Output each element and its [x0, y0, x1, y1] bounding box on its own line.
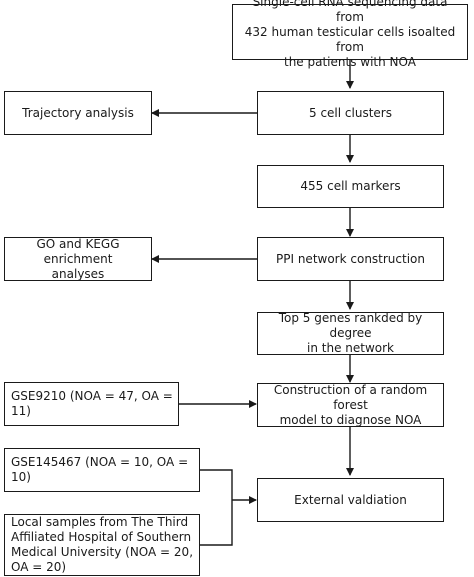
node-ppi-network-label: PPI network construction [276, 251, 425, 266]
node-source-data: Single-cell RNA sequencing data from 432… [232, 0, 468, 69]
node-external-validation-label: External valdiation [294, 492, 407, 507]
node-gse145467-label: GSE145467 (NOA = 10, OA = 10) [11, 455, 189, 484]
connector-gse145467 [200, 469, 233, 500]
node-gse9210: GSE9210 (NOA = 47, OA = 11) [4, 382, 179, 426]
node-ppi-network: PPI network construction [257, 237, 444, 281]
node-random-forest: Construction of a random forest model to… [257, 383, 444, 427]
connector-local-samples [200, 500, 233, 546]
node-trajectory-analysis: Trajectory analysis [4, 91, 152, 135]
node-local-samples-label: Local samples from The Third Affiliated … [11, 515, 194, 574]
node-go-kegg: GO and KEGG enrichment analyses [4, 237, 152, 281]
node-source-data-label: Single-cell RNA sequencing data from 432… [244, 0, 456, 69]
node-go-kegg-label: GO and KEGG enrichment analyses [36, 236, 120, 281]
node-top5-genes: Top 5 genes rankded by degree in the net… [257, 311, 444, 355]
node-cell-clusters-label: 5 cell clusters [309, 105, 392, 120]
node-gse145467: GSE145467 (NOA = 10, OA = 10) [4, 448, 200, 492]
node-top5-genes-label: Top 5 genes rankded by degree in the net… [278, 311, 423, 355]
node-gse9210-label: GSE9210 (NOA = 47, OA = 11) [11, 389, 173, 418]
node-local-samples: Local samples from The Third Affiliated … [4, 514, 200, 576]
node-external-validation: External valdiation [257, 478, 444, 522]
node-cell-markers: 455 cell markers [257, 165, 444, 208]
node-trajectory-analysis-label: Trajectory analysis [22, 105, 134, 120]
node-cell-markers-label: 455 cell markers [300, 179, 401, 193]
node-random-forest-label: Construction of a random forest model to… [273, 382, 428, 427]
node-cell-clusters: 5 cell clusters [257, 91, 444, 135]
